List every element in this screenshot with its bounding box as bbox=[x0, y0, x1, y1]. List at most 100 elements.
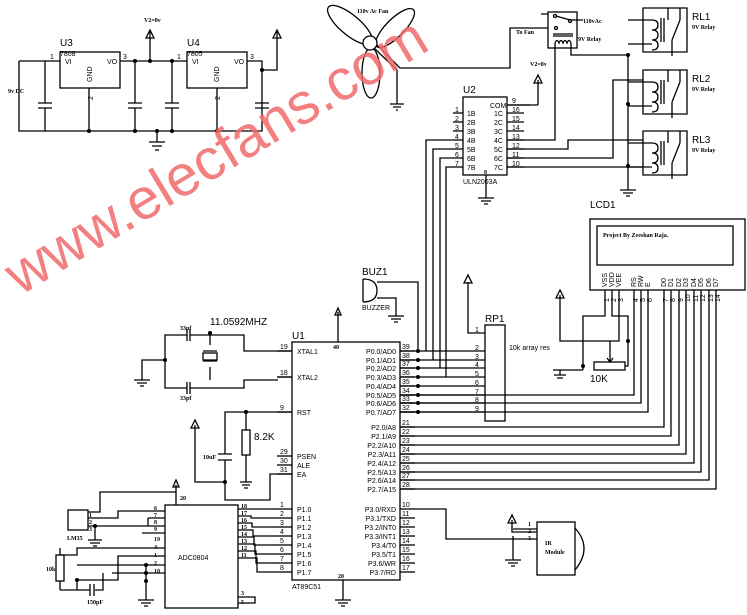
bus-wire bbox=[400, 290, 665, 428]
pin-label: P1.0 bbox=[297, 507, 312, 514]
pin-number: 2 bbox=[89, 520, 92, 526]
pin-number: 5 bbox=[455, 143, 459, 150]
buzzer-label: BUZZER bbox=[362, 305, 390, 312]
pin-number: 16 bbox=[512, 107, 520, 114]
pin-number: 4 bbox=[633, 298, 640, 302]
pin-number: 14 bbox=[715, 294, 722, 302]
pin-number: 20 bbox=[338, 574, 344, 580]
pin-number: 1 bbox=[177, 54, 181, 61]
crystal-icon bbox=[203, 333, 217, 380]
junction-dot bbox=[416, 393, 420, 397]
pin-number: 2 bbox=[280, 511, 284, 518]
bus-wire bbox=[400, 290, 710, 481]
pin-number: 3 bbox=[528, 536, 531, 542]
rp1-label: 10k array res bbox=[509, 345, 550, 352]
pin-label: PSEN bbox=[297, 454, 316, 461]
pin-number: 14 bbox=[512, 125, 520, 132]
pin-number: 2 bbox=[475, 345, 479, 352]
pin-label: P2.2/A10 bbox=[367, 443, 396, 450]
pin-number: 21 bbox=[402, 420, 410, 427]
u2-part: ULN2003A bbox=[463, 179, 498, 186]
pin-number: 16 bbox=[402, 556, 410, 563]
lm35-label: LM35 bbox=[67, 536, 83, 542]
lcd-pin-label: D5 bbox=[698, 278, 705, 287]
supply-label: 9v DC bbox=[8, 89, 24, 95]
pin-number: 29 bbox=[280, 449, 288, 456]
pin-number: 2 bbox=[215, 96, 222, 100]
pin-number: 12 bbox=[512, 143, 520, 150]
junction-dot bbox=[416, 401, 420, 405]
pin-label: P2.1/A9 bbox=[371, 434, 396, 441]
pin-number: 15 bbox=[512, 116, 520, 123]
pin-label: 5B bbox=[467, 147, 476, 154]
pin-number: 9 bbox=[280, 405, 284, 412]
pin-label: P1.2 bbox=[297, 525, 312, 532]
lcd-pin-label: RS bbox=[631, 277, 638, 287]
pin-number: 4 bbox=[280, 529, 284, 536]
pin-number: 13 bbox=[402, 529, 410, 536]
junction-dot bbox=[416, 366, 420, 370]
pin-label: 4C bbox=[494, 138, 503, 145]
pin-label: P1.1 bbox=[297, 516, 312, 523]
pin-label: P1.4 bbox=[297, 543, 312, 550]
lcd-screen bbox=[596, 225, 734, 266]
pin-label: XTAL2 bbox=[297, 375, 318, 382]
pin-number: 36 bbox=[402, 370, 410, 377]
fan-relay bbox=[463, 11, 628, 141]
rp1-body bbox=[484, 324, 506, 422]
pin-number: 18 bbox=[280, 370, 288, 377]
pin-number: 1 bbox=[528, 522, 531, 528]
pin-label: P0.7/AD7 bbox=[366, 410, 396, 417]
pin-number: 15 bbox=[241, 525, 247, 531]
pin-number: 5 bbox=[241, 600, 244, 606]
lcd-ref: LCD1 bbox=[590, 200, 616, 211]
relay-body bbox=[642, 7, 688, 53]
relay-coil-icon bbox=[628, 131, 681, 179]
pin-number: 5 bbox=[640, 298, 647, 302]
pin-label: P0.1/AD1 bbox=[366, 358, 396, 365]
pin-number: 1 bbox=[50, 54, 54, 61]
watermark-logo: www.elecfans.com bbox=[0, 4, 438, 308]
u2-ref: U2 bbox=[463, 85, 476, 96]
pin-number: 8 bbox=[484, 170, 487, 176]
u4-ref: U4 bbox=[187, 38, 200, 49]
pin-number: 18 bbox=[241, 504, 247, 510]
relay-ref: RL2 bbox=[692, 74, 711, 85]
pin-number: 25 bbox=[402, 456, 410, 463]
relay-body bbox=[642, 69, 688, 115]
pin-number: 39 bbox=[402, 344, 410, 351]
pin-number: 3 bbox=[475, 354, 479, 361]
adc-res-label: 10k bbox=[46, 567, 56, 573]
pin-number: 17 bbox=[402, 565, 410, 572]
pin-number: 12 bbox=[241, 546, 247, 552]
pin-number: 11 bbox=[402, 511, 409, 518]
fan-icon bbox=[326, 4, 556, 111]
pin-number: 7 bbox=[663, 298, 670, 302]
pin-label: 6B bbox=[467, 156, 476, 163]
pin-number: 2 bbox=[528, 529, 531, 535]
pin-number: 6 bbox=[455, 152, 459, 159]
reset-resistor bbox=[241, 429, 251, 456]
junction-dot bbox=[416, 375, 420, 379]
pin-number: 7 bbox=[455, 161, 459, 168]
pin-number: 5 bbox=[280, 538, 284, 545]
pin-number: 35 bbox=[402, 379, 410, 386]
bus-wire bbox=[238, 536, 277, 546]
junction-dot bbox=[416, 384, 420, 388]
pin-label: P0.0/AD0 bbox=[366, 349, 396, 356]
pin-number: 24 bbox=[402, 447, 410, 454]
pin-label: P1.5 bbox=[297, 552, 312, 559]
to-fan-label: To Fan bbox=[516, 30, 535, 36]
u4-body bbox=[186, 51, 248, 89]
ir-label: IR bbox=[545, 541, 552, 547]
pin-label: P0.3/AD3 bbox=[366, 375, 396, 382]
relay-label: 9V Relay bbox=[692, 87, 715, 93]
lcd-pin-label: D4 bbox=[691, 278, 698, 287]
u1-body bbox=[291, 341, 401, 581]
pin-number: 6 bbox=[475, 380, 479, 387]
bus-wire bbox=[400, 290, 672, 437]
pin-number: 1 bbox=[604, 298, 611, 302]
u1-ref: U1 bbox=[292, 331, 305, 342]
u3-vi: VI bbox=[65, 59, 72, 66]
